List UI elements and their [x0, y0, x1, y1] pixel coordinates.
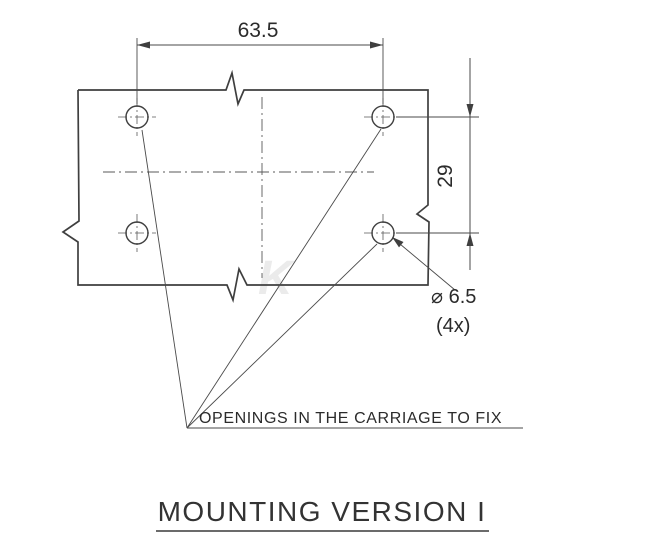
- arrowhead-bottom: [466, 233, 474, 246]
- watermark-logo: K: [258, 252, 296, 305]
- dim-height-label: 29: [434, 164, 457, 187]
- note-label: OPENINGS IN THE CARRIAGE TO FIX: [199, 410, 502, 427]
- mounting-hole: [125, 105, 149, 129]
- arrowhead-leader: [392, 237, 404, 248]
- mounting-hole: [371, 221, 395, 245]
- hole-count-label: (4x): [436, 315, 470, 337]
- dimension-height: 29: [396, 58, 479, 270]
- mounting-holes: [125, 105, 395, 245]
- hole-centerlines: [118, 98, 402, 252]
- drawing-title: MOUNTING VERSION I: [156, 496, 489, 532]
- dimension-width: 63.5: [136, 19, 384, 104]
- plate-centerlines: [103, 97, 374, 278]
- title-label: MOUNTING VERSION I: [158, 496, 487, 527]
- mounting-hole: [371, 105, 395, 129]
- dim-width-label: 63.5: [238, 19, 279, 42]
- arrowhead-right: [370, 41, 383, 49]
- mounting-hole: [125, 221, 149, 245]
- hole-diameter-label: ⌀ 6.5: [431, 286, 476, 308]
- arrowhead-top: [466, 104, 474, 117]
- arrowhead-left: [137, 41, 150, 49]
- plate-outline: [61, 69, 430, 304]
- diameter-callout: ⌀ 6.5 (4x): [392, 237, 476, 337]
- note-leaders: OPENINGS IN THE CARRIAGE TO FIX: [141, 128, 523, 429]
